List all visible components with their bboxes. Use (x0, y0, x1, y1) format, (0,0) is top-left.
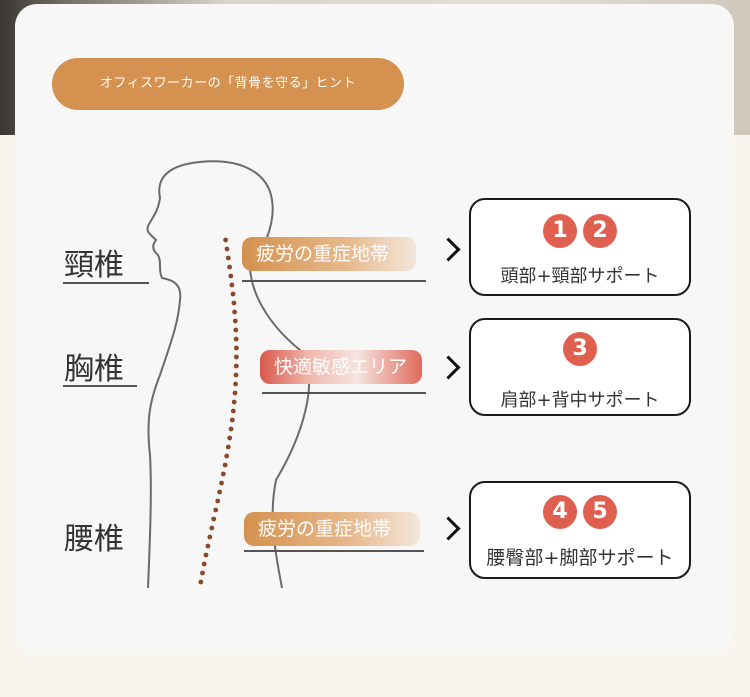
spine-dot (228, 426, 234, 432)
region-label-thoracic: 胸椎 (64, 352, 124, 387)
number-badge: 4 (543, 495, 577, 529)
spine-dot (228, 273, 234, 279)
spine-dot (201, 561, 207, 567)
spine-dot (203, 552, 209, 558)
tag-underline (244, 550, 424, 552)
spine-dot (233, 381, 239, 387)
spine-dot (215, 498, 221, 504)
spine-dot (229, 417, 235, 423)
spine-dot (223, 237, 229, 243)
spine-dot (224, 246, 230, 252)
spine-dot (227, 435, 233, 441)
spine-dot (234, 354, 239, 360)
spine-dot (217, 489, 223, 495)
tag-underline (262, 392, 426, 394)
spine-dots (198, 237, 239, 585)
label-underline (63, 282, 149, 284)
spine-dot (233, 336, 239, 342)
region-label-cervical: 頸椎 (64, 248, 124, 283)
spine-dot (219, 480, 224, 486)
badge-group: 3 (471, 332, 689, 366)
spine-dot (231, 399, 237, 405)
number-badge: 3 (563, 332, 597, 366)
spine-dot (232, 309, 238, 315)
number-badge: 1 (543, 214, 577, 248)
region-label-lumbar: 腰椎 (64, 522, 124, 557)
support-text: 頭部+頸部サポート (500, 266, 660, 287)
number-badge: 5 (583, 495, 617, 529)
title-pill: オフィスワーカーの「背骨を守る」ヒント (52, 58, 404, 110)
spine-dot (234, 345, 239, 351)
label-underline (63, 385, 137, 387)
tag-underline (242, 280, 426, 282)
spine-dot (233, 372, 239, 378)
spine-dot (224, 453, 230, 459)
spine-dot (200, 570, 205, 576)
tag-fatigue-zone-lumbar: 疲労の重症地帯 (244, 512, 420, 546)
support-text: 腰臀部+脚部サポート (486, 547, 674, 569)
spine-dot (213, 507, 219, 513)
spine-dot (222, 462, 228, 468)
support-text: 肩部+背中サポート (500, 390, 660, 411)
spine-dot (225, 255, 231, 261)
spine-dot (209, 525, 215, 531)
spine-dot (233, 363, 239, 369)
spine-dot (229, 282, 235, 288)
spine-dot (230, 291, 236, 297)
spine-dot (205, 543, 211, 549)
spine-dot (225, 444, 231, 450)
spine-dot (227, 264, 233, 270)
spine-dot (230, 408, 236, 414)
spine-dot (232, 318, 238, 324)
number-badge: 2 (583, 214, 617, 248)
support-box-shoulder-back: 3 肩部+背中サポート (469, 318, 691, 416)
tag-sensitive-area: 快適敏感エリア (260, 350, 422, 384)
spine-dot (220, 471, 226, 477)
spine-dot (231, 300, 237, 306)
spine-dot (198, 579, 204, 585)
spine-dot (233, 327, 239, 333)
spine-dot (232, 390, 238, 396)
spine-dot (207, 534, 213, 540)
spine-dot (211, 516, 217, 522)
tag-fatigue-zone-cervical: 疲労の重症地帯 (242, 237, 416, 271)
